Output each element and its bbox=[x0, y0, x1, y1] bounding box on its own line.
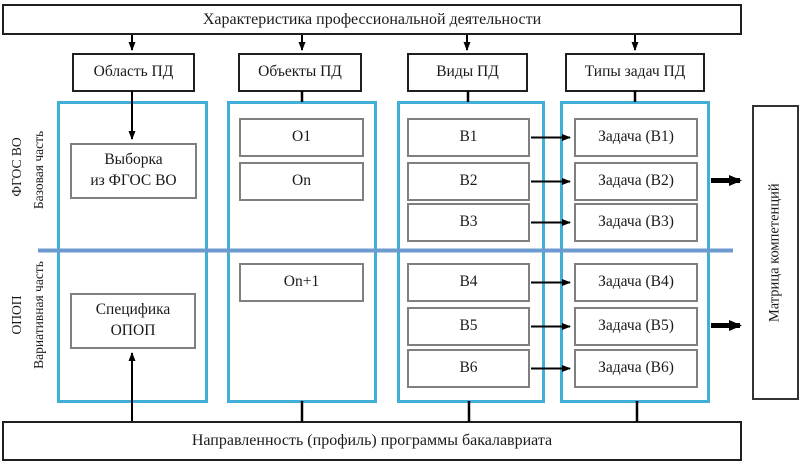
fgos-selection-line2: из ФГОС ВО bbox=[90, 172, 177, 189]
side-label-variative-part: Вариативная часть bbox=[31, 261, 46, 369]
header-task-types-pd: Типы задач ПД bbox=[565, 53, 705, 92]
side-label-fgos-vo: ФГОС ВО bbox=[9, 137, 24, 197]
box-object-o1: О1 bbox=[239, 118, 364, 157]
opop-specifics-line2: ОПОП bbox=[110, 322, 156, 339]
box-object-on: Оn bbox=[239, 162, 364, 201]
box-object-on-plus-1: Оn+1 bbox=[239, 263, 364, 302]
box-kind-v5: В5 bbox=[407, 307, 530, 346]
fgos-selection-line1: Выборка bbox=[104, 151, 163, 169]
box-opop-specifics: Специфика ОПОП bbox=[70, 293, 196, 349]
box-task-v3: Задача (В3) bbox=[574, 203, 698, 242]
box-kind-v6: В6 bbox=[407, 349, 530, 388]
box-kind-v2: В2 bbox=[407, 162, 530, 201]
side-label-opop: ОПОП bbox=[9, 295, 24, 335]
box-task-v6: Задача (В6) bbox=[574, 349, 698, 388]
header-objects-pd: Объекты ПД bbox=[238, 53, 362, 92]
bottom-banner: Направленность (профиль) программы бакал… bbox=[2, 421, 742, 461]
box-kind-v1: В1 bbox=[407, 118, 530, 157]
side-label-base-part: Базовая часть bbox=[31, 130, 46, 210]
header-kinds-pd: Виды ПД bbox=[407, 53, 528, 92]
box-task-v1: Задача (В1) bbox=[574, 118, 698, 157]
matrix-box: Матрица компетенций bbox=[752, 105, 799, 400]
header-area-pd: Область ПД bbox=[72, 53, 195, 92]
box-task-v2: Задача (В2) bbox=[574, 162, 698, 201]
box-task-v4: Задача (В4) bbox=[574, 263, 698, 302]
box-fgos-selection: Выборка из ФГОС ВО bbox=[70, 143, 197, 199]
box-kind-v3: В3 bbox=[407, 203, 530, 242]
matrix-label: Матрица компетенций bbox=[766, 183, 783, 322]
top-banner: Характеристика профессиональной деятельн… bbox=[2, 4, 742, 35]
box-task-v5: Задача (В5) bbox=[574, 307, 698, 346]
opop-specifics-line1: Специфика bbox=[95, 301, 171, 319]
box-kind-v4: В4 bbox=[407, 263, 530, 302]
